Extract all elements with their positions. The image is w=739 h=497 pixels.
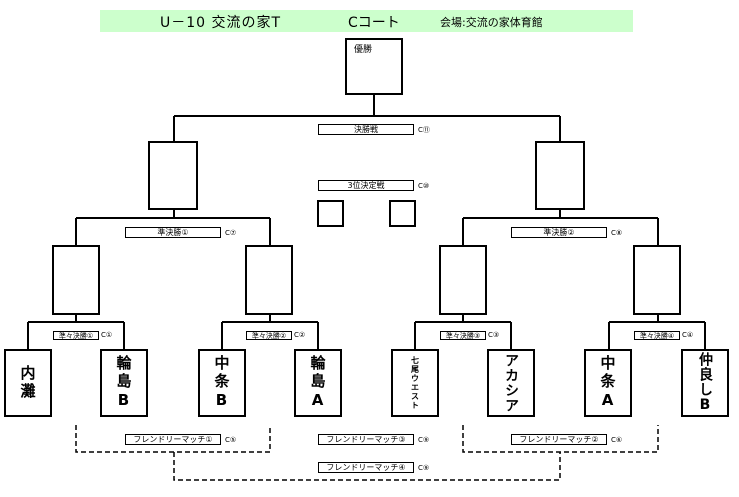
final-label: 決勝戦 [318,124,414,135]
qf4-court: C④ [682,331,694,339]
court-title: Cコート [348,15,400,31]
third-place-box-right [389,200,416,227]
third-place-box-left [317,200,344,227]
friendly1-court: C⑤ [225,436,237,444]
final-court: C⑪ [418,126,430,134]
sf2-court: C⑧ [611,229,623,237]
team-name: 輪島A [308,354,327,412]
team-box-3: 中条B [198,349,246,417]
line-friendly4 [173,452,561,481]
qf3-court: C③ [488,331,500,339]
header-bar: U－10 交流の家T Cコート 会場:交流の家体育館 [100,10,633,32]
friendly4-label: フレンドリーマッチ④ [318,462,414,473]
team-box-1: 内灘 [4,349,52,417]
team-box-4: 輪島A [294,349,342,417]
qf4-winner-box [633,245,681,315]
friendly2-court: C⑥ [611,436,623,444]
qf4-label: 準々決勝④ [634,331,680,340]
team-box-5: 七尾ウエスト [391,349,439,417]
qf2-winner-box [245,245,293,315]
sf2-winner-box [535,141,585,210]
team-name: 中条A [598,354,617,412]
team-name: 内灘 [18,365,37,401]
qf3-label: 準々決勝③ [440,331,486,340]
team-name: 輪島B [114,354,133,412]
team-box-2: 輪島B [100,349,148,417]
qf3-winner-box [439,245,487,315]
team-name: アカシア [503,353,519,413]
qf1-court: C① [101,331,113,339]
team-name: 仲良しB [697,352,713,414]
third-place-label: 3位決定戦 [318,180,414,191]
friendly3-court: C⑨ [418,436,430,444]
qf2-label: 準々決勝② [246,331,292,340]
venue-text: 会場:交流の家体育館 [440,16,543,29]
qf1-label: 準々決勝① [53,331,99,340]
qf2-court: C② [294,331,306,339]
qf1-winner-box [52,245,100,315]
team-box-6: アカシア [487,349,535,417]
team-box-8: 仲良しB [681,349,729,417]
team-box-7: 中条A [584,349,632,417]
line-friendly1 [75,425,271,453]
sf2-label: 準決勝② [511,227,607,238]
page-title: U－10 交流の家T [160,15,282,31]
team-name: 七尾ウエスト [410,356,420,410]
champion-box [345,38,403,95]
sf1-court: C⑦ [225,229,237,237]
friendly1-label: フレンドリーマッチ① [125,434,221,445]
friendly2-label: フレンドリーマッチ② [511,434,607,445]
friendly3-label: フレンドリーマッチ③ [318,434,414,445]
champion-label: 優勝 [354,45,373,55]
sf1-label: 準決勝① [125,227,221,238]
friendly4-court: C⑨ [418,464,430,472]
sf1-winner-box [148,141,198,210]
team-name: 中条B [212,354,231,412]
third-place-court: C⑩ [418,182,430,190]
